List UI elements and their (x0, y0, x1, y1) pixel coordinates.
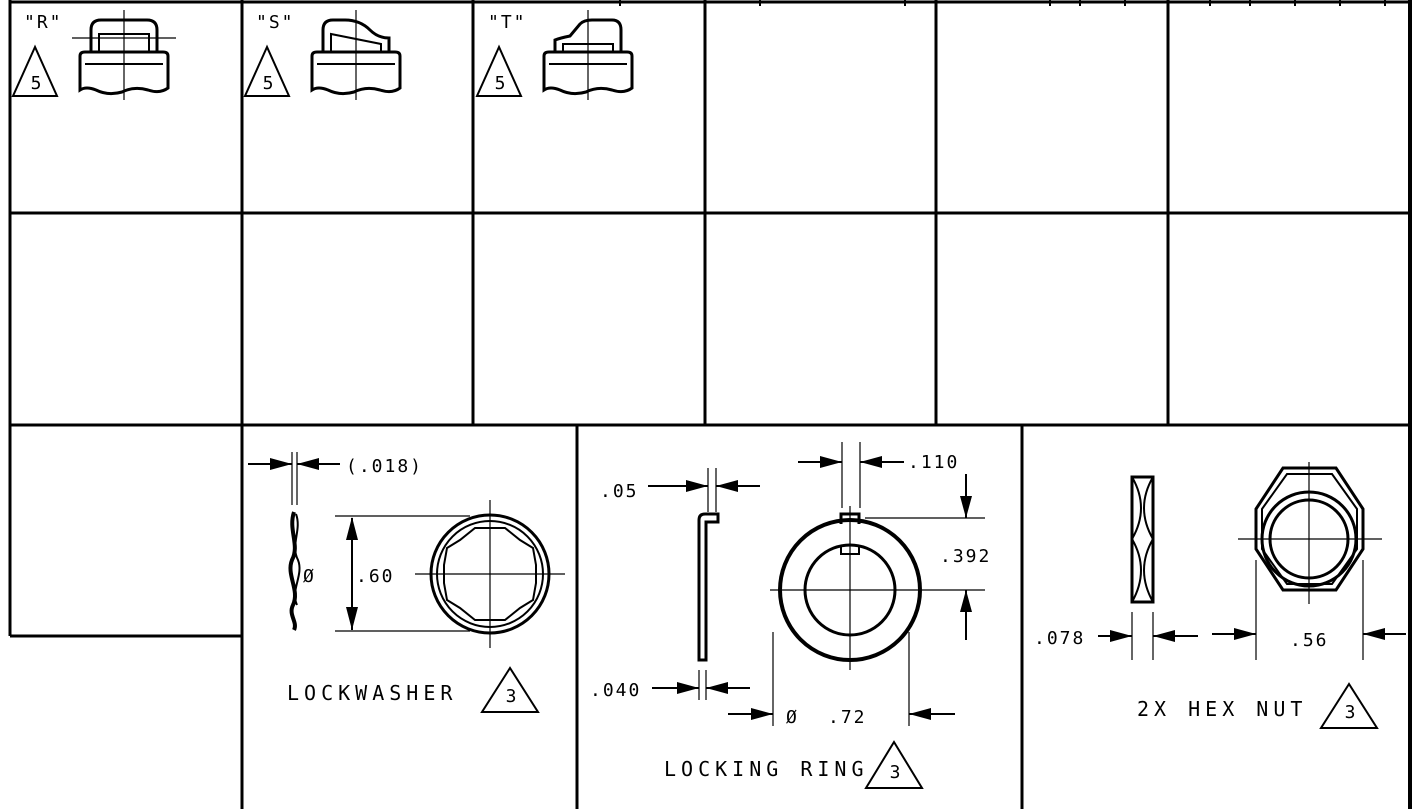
lockwasher-detail: (.018) Ø .60 LOCKWASHER 3 (248, 452, 565, 713)
variant-s-note: 5 (263, 73, 274, 94)
locking-ring-label: LOCKING RING (664, 757, 869, 781)
variant-r-knob-icon (72, 10, 176, 100)
lockwasher-side-view (288, 511, 301, 631)
locking-ring-key-width: .110 (908, 452, 959, 473)
lockwasher-note-triangle: 3 (480, 666, 540, 713)
hex-nut-face-view (1238, 462, 1382, 604)
lockwasher-face-view (415, 500, 565, 648)
lockwasher-note: 3 (506, 686, 517, 707)
variant-r-note-triangle: 5 (11, 44, 59, 97)
variant-t-knob-icon (542, 10, 634, 100)
variant-s: "S" 5 (243, 10, 402, 100)
variant-r-note: 5 (31, 73, 42, 94)
drawing-grid (8, 0, 1412, 809)
variant-s-note-triangle: 5 (243, 44, 291, 97)
lockwasher-diameter-symbol: Ø (303, 566, 316, 587)
hex-nut-label: 2X HEX NUT (1137, 697, 1307, 721)
hex-nut-note-triangle: 3 (1319, 682, 1379, 729)
variant-t-label: "T" (488, 12, 527, 33)
locking-ring-note-triangle: 3 (864, 740, 924, 789)
hex-nut-thickness: .078 (1034, 628, 1085, 649)
lockwasher-thickness: (.018) (346, 456, 423, 477)
variant-r-label: "R" (24, 12, 63, 33)
hex-nut-note: 3 (1345, 702, 1356, 723)
locking-ring-diameter: .72 (828, 707, 867, 728)
variant-t-note-triangle: 5 (475, 44, 523, 97)
lockwasher-diameter: .60 (356, 566, 395, 587)
locking-ring-tab-thickness: .05 (600, 481, 639, 502)
hex-nut-detail: .078 .56 2X HEX NUT 3 (1034, 462, 1406, 729)
locking-ring-side-view (697, 512, 720, 662)
variant-t: "T" 5 (475, 10, 634, 100)
locking-ring-note: 3 (890, 762, 901, 783)
hex-nut-side-view (1130, 475, 1155, 604)
variant-s-label: "S" (256, 12, 295, 33)
locking-ring-key-height: .392 (940, 546, 991, 567)
variant-t-note: 5 (495, 73, 506, 94)
variant-s-knob-icon (310, 10, 402, 100)
locking-ring-detail: .05 .040 .110 (590, 442, 991, 789)
locking-ring-face-view (770, 506, 985, 670)
variant-r: "R" 5 (11, 10, 176, 100)
hex-nut-across-flats: .56 (1290, 630, 1329, 651)
locking-ring-thickness: .040 (590, 680, 641, 701)
locking-ring-diameter-symbol: Ø (786, 707, 799, 728)
lockwasher-label: LOCKWASHER (287, 681, 457, 705)
